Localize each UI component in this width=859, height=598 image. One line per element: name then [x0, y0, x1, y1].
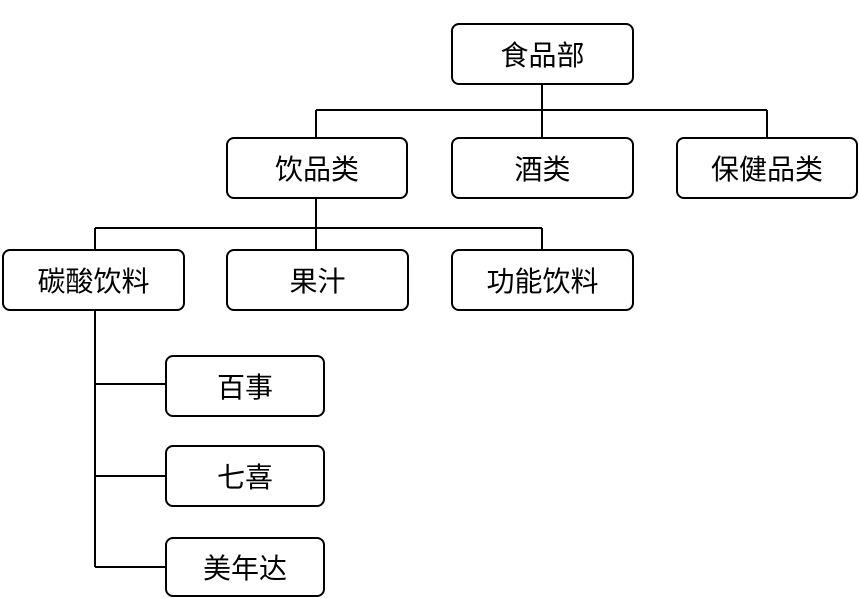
node-health-products: 保健品类: [676, 137, 858, 199]
node-drinks: 饮品类: [226, 137, 408, 199]
node-juice: 果汁: [226, 249, 409, 311]
node-label: 七喜: [216, 461, 273, 494]
node-label: 功能饮料: [486, 265, 599, 298]
node-mirinda: 美年达: [165, 537, 325, 597]
node-label: 果汁: [289, 265, 346, 298]
node-label: 食品部: [500, 39, 585, 72]
node-food-department: 食品部: [451, 23, 634, 85]
node-label: 饮品类: [274, 153, 359, 186]
node-carbonated-drinks: 碳酸饮料: [2, 249, 185, 311]
node-label: 酒类: [514, 153, 571, 186]
node-label: 美年达: [202, 552, 287, 585]
node-label: 保健品类: [710, 153, 823, 186]
node-7up: 七喜: [165, 445, 325, 507]
node-liquor: 酒类: [451, 137, 634, 199]
node-pepsi: 百事: [165, 355, 325, 417]
node-label: 百事: [216, 371, 273, 404]
node-label: 碳酸饮料: [37, 265, 150, 298]
node-functional-drinks: 功能饮料: [451, 249, 634, 311]
